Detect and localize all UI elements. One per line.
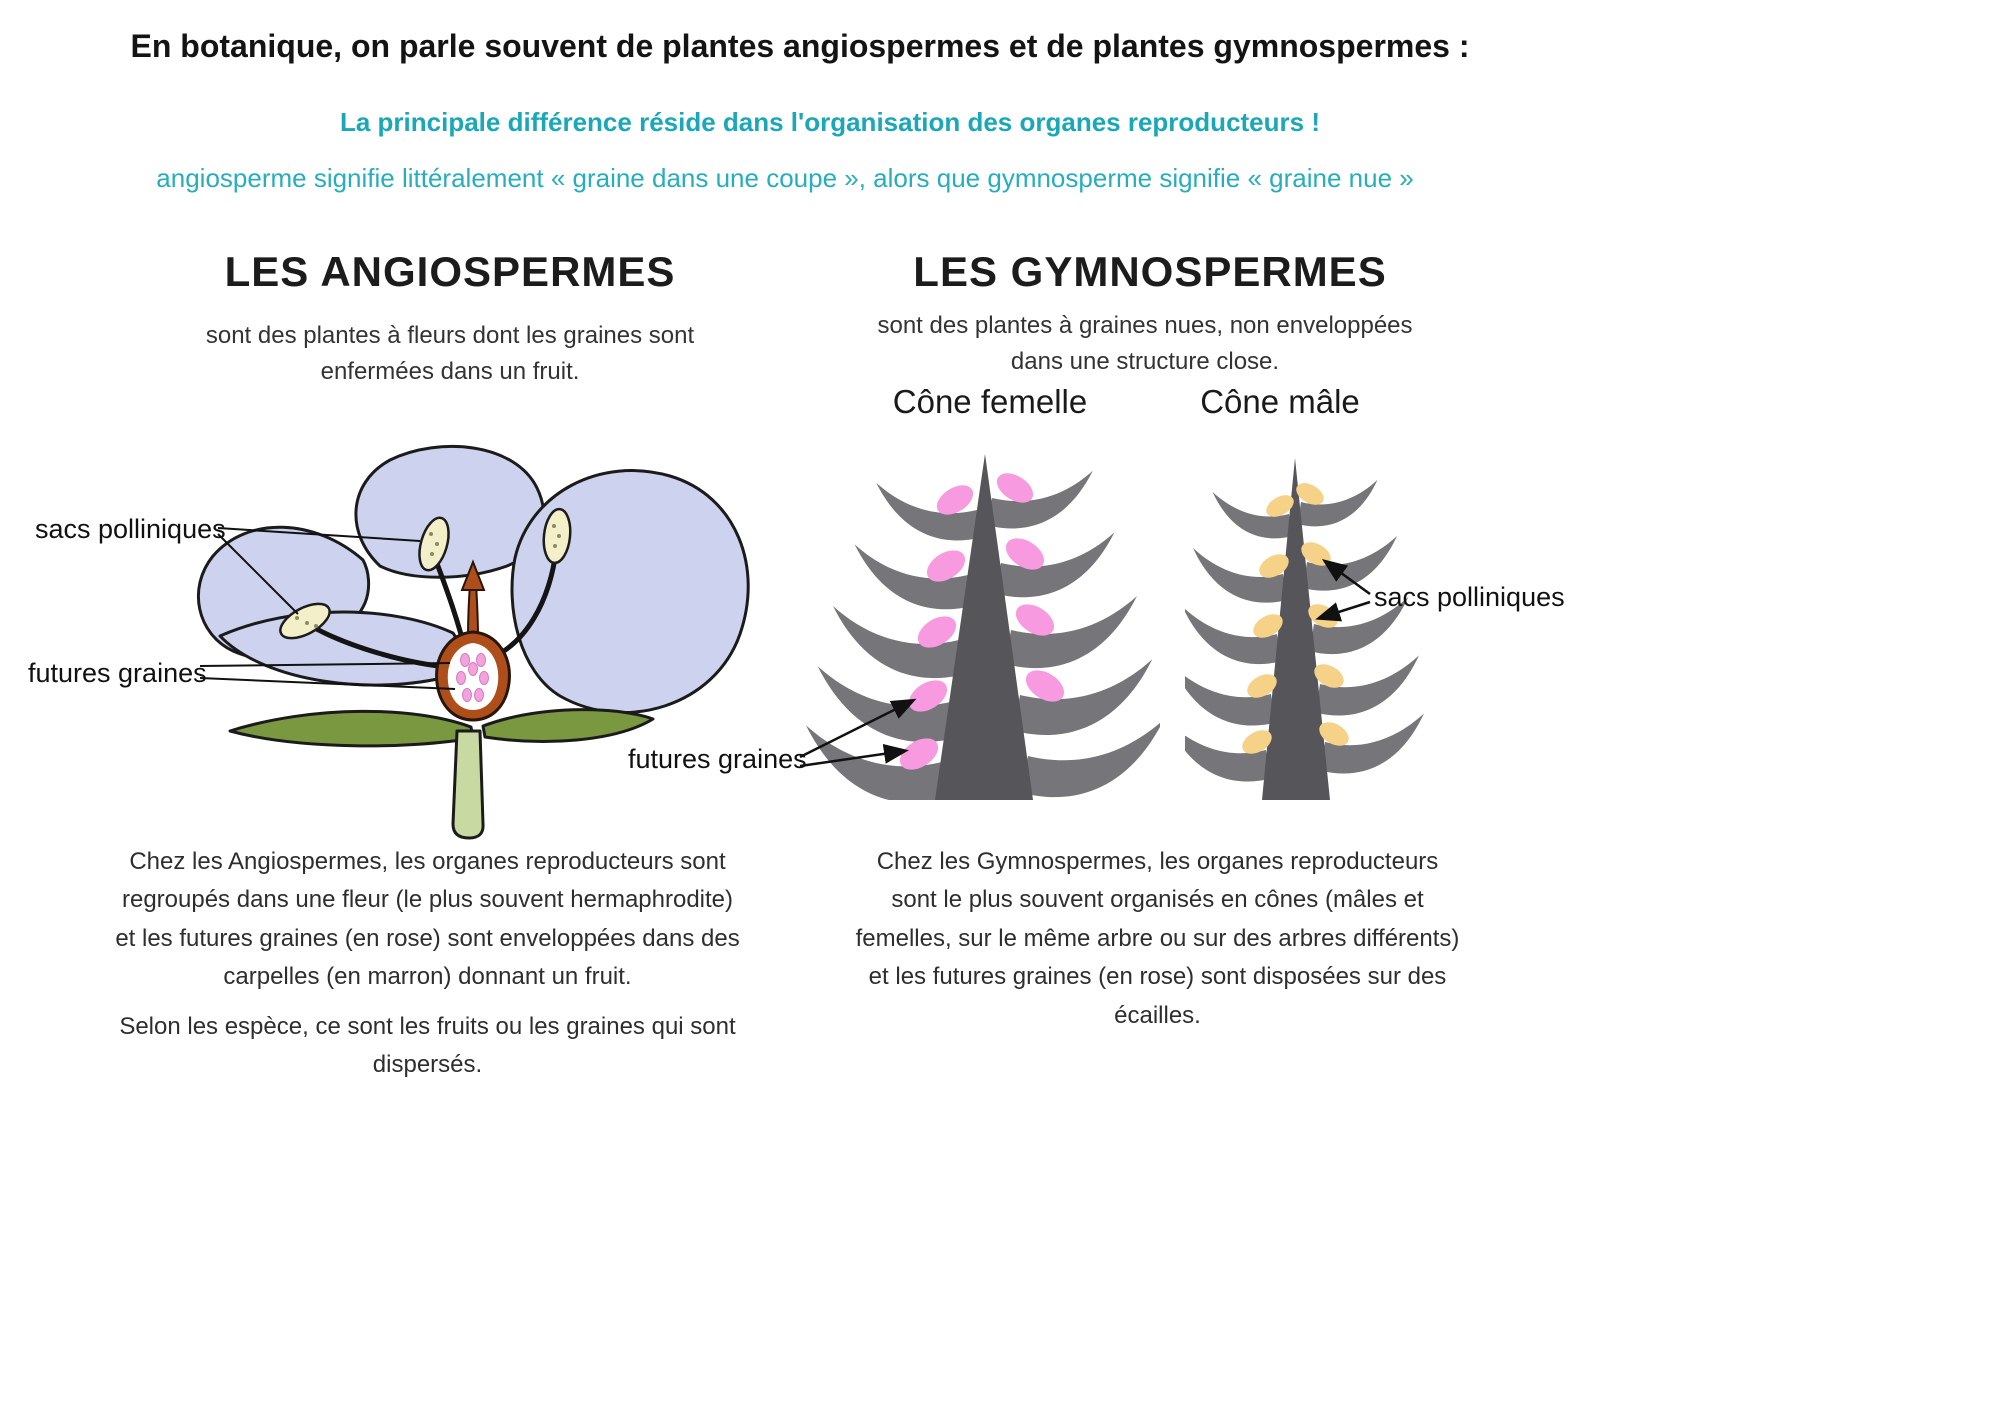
- petal-lower-left: [218, 610, 461, 687]
- anther-dots: [295, 524, 561, 628]
- flower-ovules: [456, 653, 489, 702]
- female-cone-axis: [935, 454, 1033, 800]
- male-cone-illustration: [1185, 458, 1424, 800]
- page-title: En botanique, on parle souvent de plante…: [130, 28, 1470, 64]
- angiosperms-dispersal-note: Selon les espèce, ce sont les fruits ou …: [119, 1013, 736, 1079]
- subtitle-etymology: angiosperme signifie littéralement « gra…: [156, 163, 1414, 193]
- female-cone-illustration: [805, 454, 1160, 800]
- sepal-leaf-right: [481, 708, 655, 743]
- male-cone-axis: [1262, 458, 1330, 800]
- male-cone-label: Cône mâle: [1200, 383, 1360, 420]
- gymnosperms-heading: LES GYMNOSPERMES: [913, 248, 1387, 295]
- gymnosperms-intro: sont des plantes à graines nues, non env…: [877, 312, 1413, 375]
- label-pollen-sacs-cone: sacs polliniques: [1374, 582, 1565, 612]
- label-future-seeds-flower: futures graines: [28, 658, 207, 688]
- angiosperms-paragraph: Chez les Angiospermes, les organes repro…: [115, 848, 740, 991]
- angiosperms-heading: LES ANGIOSPERMES: [224, 248, 676, 295]
- label-pollen-sacs-flower: sacs polliniques: [35, 514, 226, 544]
- angiosperms-intro: sont des plantes à fleurs dont les grain…: [205, 322, 695, 385]
- label-future-seeds-cone: futures graines: [628, 744, 807, 774]
- stigma: [460, 559, 486, 591]
- anthers: [279, 507, 572, 640]
- gymnosperms-paragraph: Chez les Gymnospermes, les organes repro…: [855, 848, 1460, 1029]
- female-cone-label: Cône femelle: [892, 383, 1088, 420]
- angiosperm-flower-illustration: [197, 444, 750, 840]
- subtitle-main: La principale différence réside dans l'o…: [339, 107, 1320, 137]
- stem: [451, 729, 485, 840]
- sepal-leaf-left: [228, 709, 475, 748]
